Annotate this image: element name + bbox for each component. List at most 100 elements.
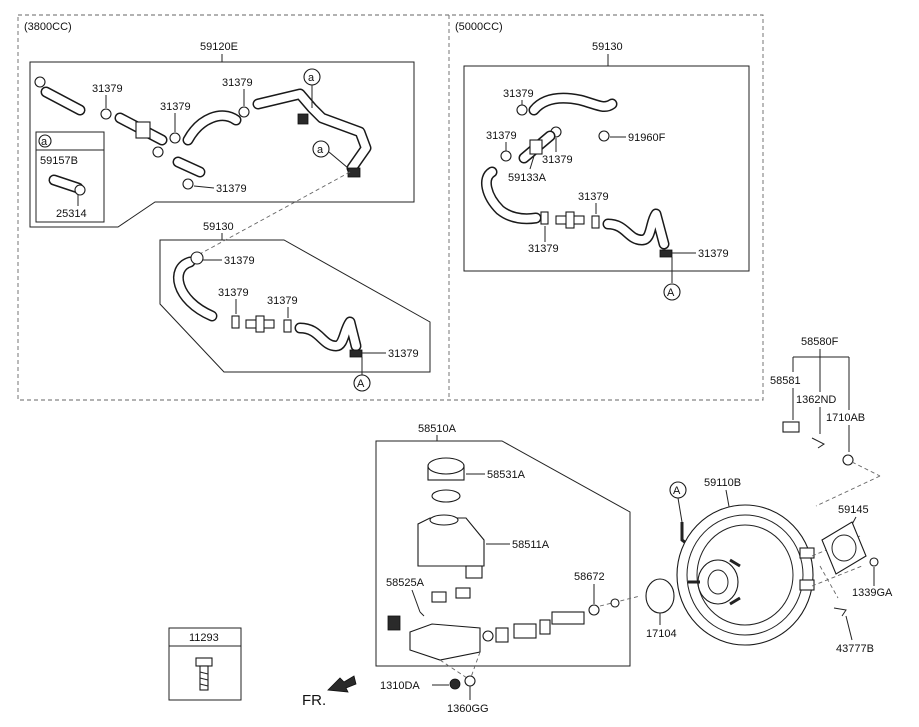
hose-assembly-59130-5000: 59130 31379 91960F 31379 31379 59133A 31… [463, 41, 750, 301]
grommet [431, 591, 447, 603]
hose-connector [565, 211, 575, 229]
pin-58581 [782, 421, 800, 433]
hose-clamp [516, 104, 528, 116]
part-number-1362nd: 1362ND [796, 394, 836, 406]
part-number-58581: 58581 [770, 375, 801, 387]
bolt-head [195, 657, 213, 667]
valve-25314 [74, 184, 86, 196]
callout-a: a [308, 72, 315, 84]
grommet [455, 587, 471, 599]
engine-variant-frame: (3800CC) (5000CC) [17, 14, 764, 401]
part-number-58580f: 58580F [801, 336, 839, 348]
hose-clamp [34, 76, 46, 88]
seal-ring [482, 630, 494, 642]
hose-clamp [231, 315, 240, 329]
callout-A-circle [353, 374, 371, 392]
master-cylinder-assembly-58510a: 58510A 58531A 58511A 58525A 58672 [375, 423, 631, 715]
front-arrow-icon [327, 675, 357, 693]
check-valve [135, 121, 151, 139]
part-number-31379: 31379 [503, 88, 534, 100]
piston-spring [513, 623, 537, 639]
nut-1339ga [869, 557, 879, 567]
hose-assembly-59130-3800: 59130 31379 31379 31379 31379 A [159, 171, 431, 392]
part-number-25314: 25314 [56, 208, 87, 220]
bolt-11293-box: 11293 [168, 627, 242, 701]
bolt-kit-58580f: 58580F 58581 1362ND 1710AB [770, 336, 881, 507]
part-number-59157b: 59157B [40, 155, 78, 167]
part-number-1360gg: 1360GG [447, 703, 489, 715]
reservoir-tank [417, 517, 485, 567]
hose-clamp [182, 178, 194, 190]
part-number-31379: 31379 [160, 101, 191, 113]
hose-clamp [349, 349, 363, 358]
part-number-59110b: 59110B [704, 477, 741, 489]
part-number-31379: 31379 [216, 183, 247, 195]
pin-43777b [833, 607, 847, 617]
clip-1362nd [811, 437, 825, 449]
booster-stud [799, 547, 815, 559]
part-number-1310da: 1310DA [380, 680, 420, 692]
spacer [495, 627, 509, 643]
section-label-3800cc: (3800CC) [24, 21, 72, 33]
bleeder [387, 615, 401, 631]
hose-clamp [540, 211, 549, 225]
part-number-59130: 59130 [203, 221, 234, 233]
part-number-31379: 31379 [388, 348, 419, 360]
part-number-31379: 31379 [267, 295, 298, 307]
nut-1310da [449, 678, 461, 690]
booster-stud [799, 579, 815, 591]
part-number-31379: 31379 [218, 287, 249, 299]
hose-clamp [283, 319, 292, 333]
hose-clamp [238, 106, 250, 118]
hose-assembly-59120e: 59120E 31379 31379 31379 a a [29, 41, 415, 228]
hose-connector [255, 315, 265, 333]
hose-clamp [659, 249, 673, 258]
part-number-31379: 31379 [486, 130, 517, 142]
hose-clamp [190, 251, 204, 265]
part-number-59130-5000: 59130 [592, 41, 623, 53]
master-cylinder-body [409, 623, 481, 661]
part-number-91960f: 91960F [628, 132, 666, 144]
part-number-58672: 58672 [574, 571, 605, 583]
gasket-59145 [821, 521, 867, 575]
pipe-fitting [347, 167, 361, 178]
part-number-43777b: 43777B [836, 643, 874, 655]
seal-17104-group: 17104 [599, 578, 677, 640]
part-number-58525a: 58525A [386, 577, 425, 589]
callout-A: A [673, 485, 681, 497]
brake-booster-59110b: A 59110B [669, 477, 863, 646]
part-number-58511a: 58511A [512, 539, 550, 551]
part-number-1710ab: 1710AB [826, 412, 865, 424]
callout-a: a [317, 144, 324, 156]
hose-clamp [591, 215, 600, 229]
callout-A: A [667, 287, 675, 299]
gasket-59145-group: 59145 1339GA 43777B [819, 504, 893, 655]
reservoir-seal [431, 489, 461, 503]
front-label: FR. [302, 692, 326, 709]
part-number-31379: 31379 [698, 248, 729, 260]
part-number-11293: 11293 [189, 632, 219, 644]
booster-front-boss [697, 559, 739, 605]
clip-91960f [598, 130, 610, 142]
inset-a-box [35, 131, 105, 223]
check-valve-59133a [529, 139, 543, 155]
part-number-59120e: 59120E [200, 41, 238, 53]
callout-a-circle [38, 134, 52, 148]
piston-rod [551, 611, 585, 625]
o-ring-58672 [588, 604, 600, 616]
section-label-5000cc: (5000CC) [455, 21, 503, 33]
part-number-31379: 31379 [92, 83, 123, 95]
part-number-31379: 31379 [528, 243, 559, 255]
callout-a-circle [312, 140, 330, 158]
piston [539, 619, 551, 635]
part-number-17104: 17104 [646, 628, 677, 640]
washer-1710ab [842, 454, 854, 466]
small-o-ring [610, 598, 620, 608]
pipe-fitting [297, 113, 309, 125]
washer-1360gg [464, 675, 476, 687]
hose-clamp [152, 146, 164, 158]
part-number-58510a: 58510A [418, 423, 457, 435]
part-number-31379: 31379 [224, 255, 255, 267]
callout-A: A [357, 378, 365, 390]
